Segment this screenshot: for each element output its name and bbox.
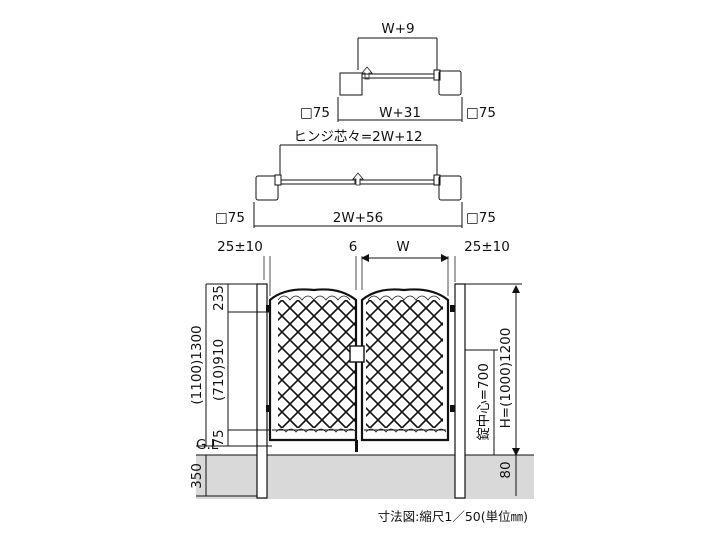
gate-leaf-left-plan <box>280 179 356 185</box>
dim-left-height-2: (710)910 <box>211 339 227 401</box>
lattice-bar <box>417 300 443 327</box>
lattice-bar <box>401 385 443 428</box>
lattice-bar <box>329 401 355 428</box>
lattice-bar <box>385 369 443 428</box>
hinge-icon <box>433 69 441 81</box>
hinge-left-icon <box>274 174 282 186</box>
post-left-plan <box>339 72 363 96</box>
post-right-size-double: □75 <box>466 210 496 226</box>
lattice-bar <box>313 300 355 343</box>
dim-center-gap: 6 <box>349 239 358 255</box>
ground-area <box>196 455 534 499</box>
lattice-bar <box>297 369 355 428</box>
lattice-bar <box>366 358 435 428</box>
hinge-right-icon <box>433 174 441 186</box>
lattice-bar <box>366 300 419 354</box>
dim-embed-depth: 350 <box>189 463 205 489</box>
lattice-bar <box>281 300 355 375</box>
dim-leaf-width: W <box>396 239 409 255</box>
lattice-bar <box>369 300 443 375</box>
lattice-bar <box>362 300 490 428</box>
dim-left-total: (1100)1300 <box>189 325 205 404</box>
post-right-plan <box>438 70 462 96</box>
gate-leaf-right-plan <box>359 179 435 185</box>
dim-lock-height: 錠中心=700 <box>476 363 492 441</box>
lattice-bar <box>278 326 355 407</box>
gate-leaf-right <box>226 288 578 442</box>
lattice-bar <box>278 374 331 428</box>
lattice-bar <box>278 300 331 354</box>
dim-single-top-label: W+9 <box>381 21 414 37</box>
latch-bolt <box>355 440 358 452</box>
gate-elevation: 25±10 6 W 25±10 <box>189 239 578 499</box>
dim-right-gap: 25±10 <box>464 239 510 255</box>
open-direction-icon-double <box>352 172 364 186</box>
lattice-bar <box>417 401 443 428</box>
hinge-pin-bottom-left <box>266 405 271 412</box>
single-gate-plan: W+9 □75 W+31 □75 <box>300 21 496 122</box>
open-direction-icon <box>361 66 373 80</box>
lattice-bar <box>366 374 419 428</box>
dim-left-height-3: 75 <box>211 429 227 446</box>
dim-hinge-label: ヒンジ芯々=2W+12 <box>293 129 422 145</box>
lattice-bar <box>329 300 355 327</box>
lattice-bar <box>313 385 355 428</box>
hinge-pin-top-right <box>450 305 455 312</box>
lattice-bar <box>366 326 443 407</box>
gate-leaf-left <box>268 288 490 442</box>
lattice-bar <box>278 390 315 428</box>
dim-left-gap: 25±10 <box>217 239 263 255</box>
lattice-bar <box>297 300 355 359</box>
post-right-plan-double <box>438 175 462 201</box>
lattice-bar <box>366 310 443 391</box>
lattice-bar <box>278 358 347 428</box>
post-right <box>454 283 466 499</box>
gate-leaf-plan <box>361 73 436 79</box>
dim-ground-clearance: 80 <box>498 461 514 478</box>
hinge-pin-top-left <box>266 305 271 312</box>
lattice-bar <box>366 390 403 428</box>
lattice-bar <box>278 310 355 391</box>
double-gate-plan: ヒンジ芯々=2W+12 □75 2W+56 □75 <box>215 129 496 228</box>
dim-double-bottom-label: 2W+56 <box>333 210 383 226</box>
hinge-pin-bottom-right <box>450 405 455 412</box>
scale-caption: 寸法図:縮尺1／50(単位㎜) <box>378 509 528 524</box>
post-left-size-double: □75 <box>215 210 245 226</box>
dim-single-bottom-label: W+31 <box>379 105 421 121</box>
ground-line-label: G.L <box>196 437 219 453</box>
lattice-bar <box>278 300 315 338</box>
post-left <box>256 283 268 499</box>
post-right-size: □75 <box>466 105 496 121</box>
dim-single-top: W+9 <box>357 21 438 70</box>
latch-icon <box>349 345 365 363</box>
post-left-size: □75 <box>300 105 330 121</box>
lattice-bar <box>401 300 443 343</box>
lattice-bar <box>226 300 354 428</box>
lattice-bar <box>366 300 403 338</box>
dim-left-height-1: 235 <box>211 285 227 311</box>
lattice-bar <box>278 342 355 423</box>
dim-total-height: H=(1000)1200 <box>498 328 514 429</box>
post-left-plan-double <box>255 175 279 201</box>
lattice-bar <box>385 300 443 359</box>
lattice-bar <box>226 300 354 428</box>
lattice-bar <box>450 300 578 428</box>
lattice-bar <box>362 300 490 428</box>
lattice-bar <box>366 342 443 423</box>
lattice-bar <box>450 300 578 428</box>
